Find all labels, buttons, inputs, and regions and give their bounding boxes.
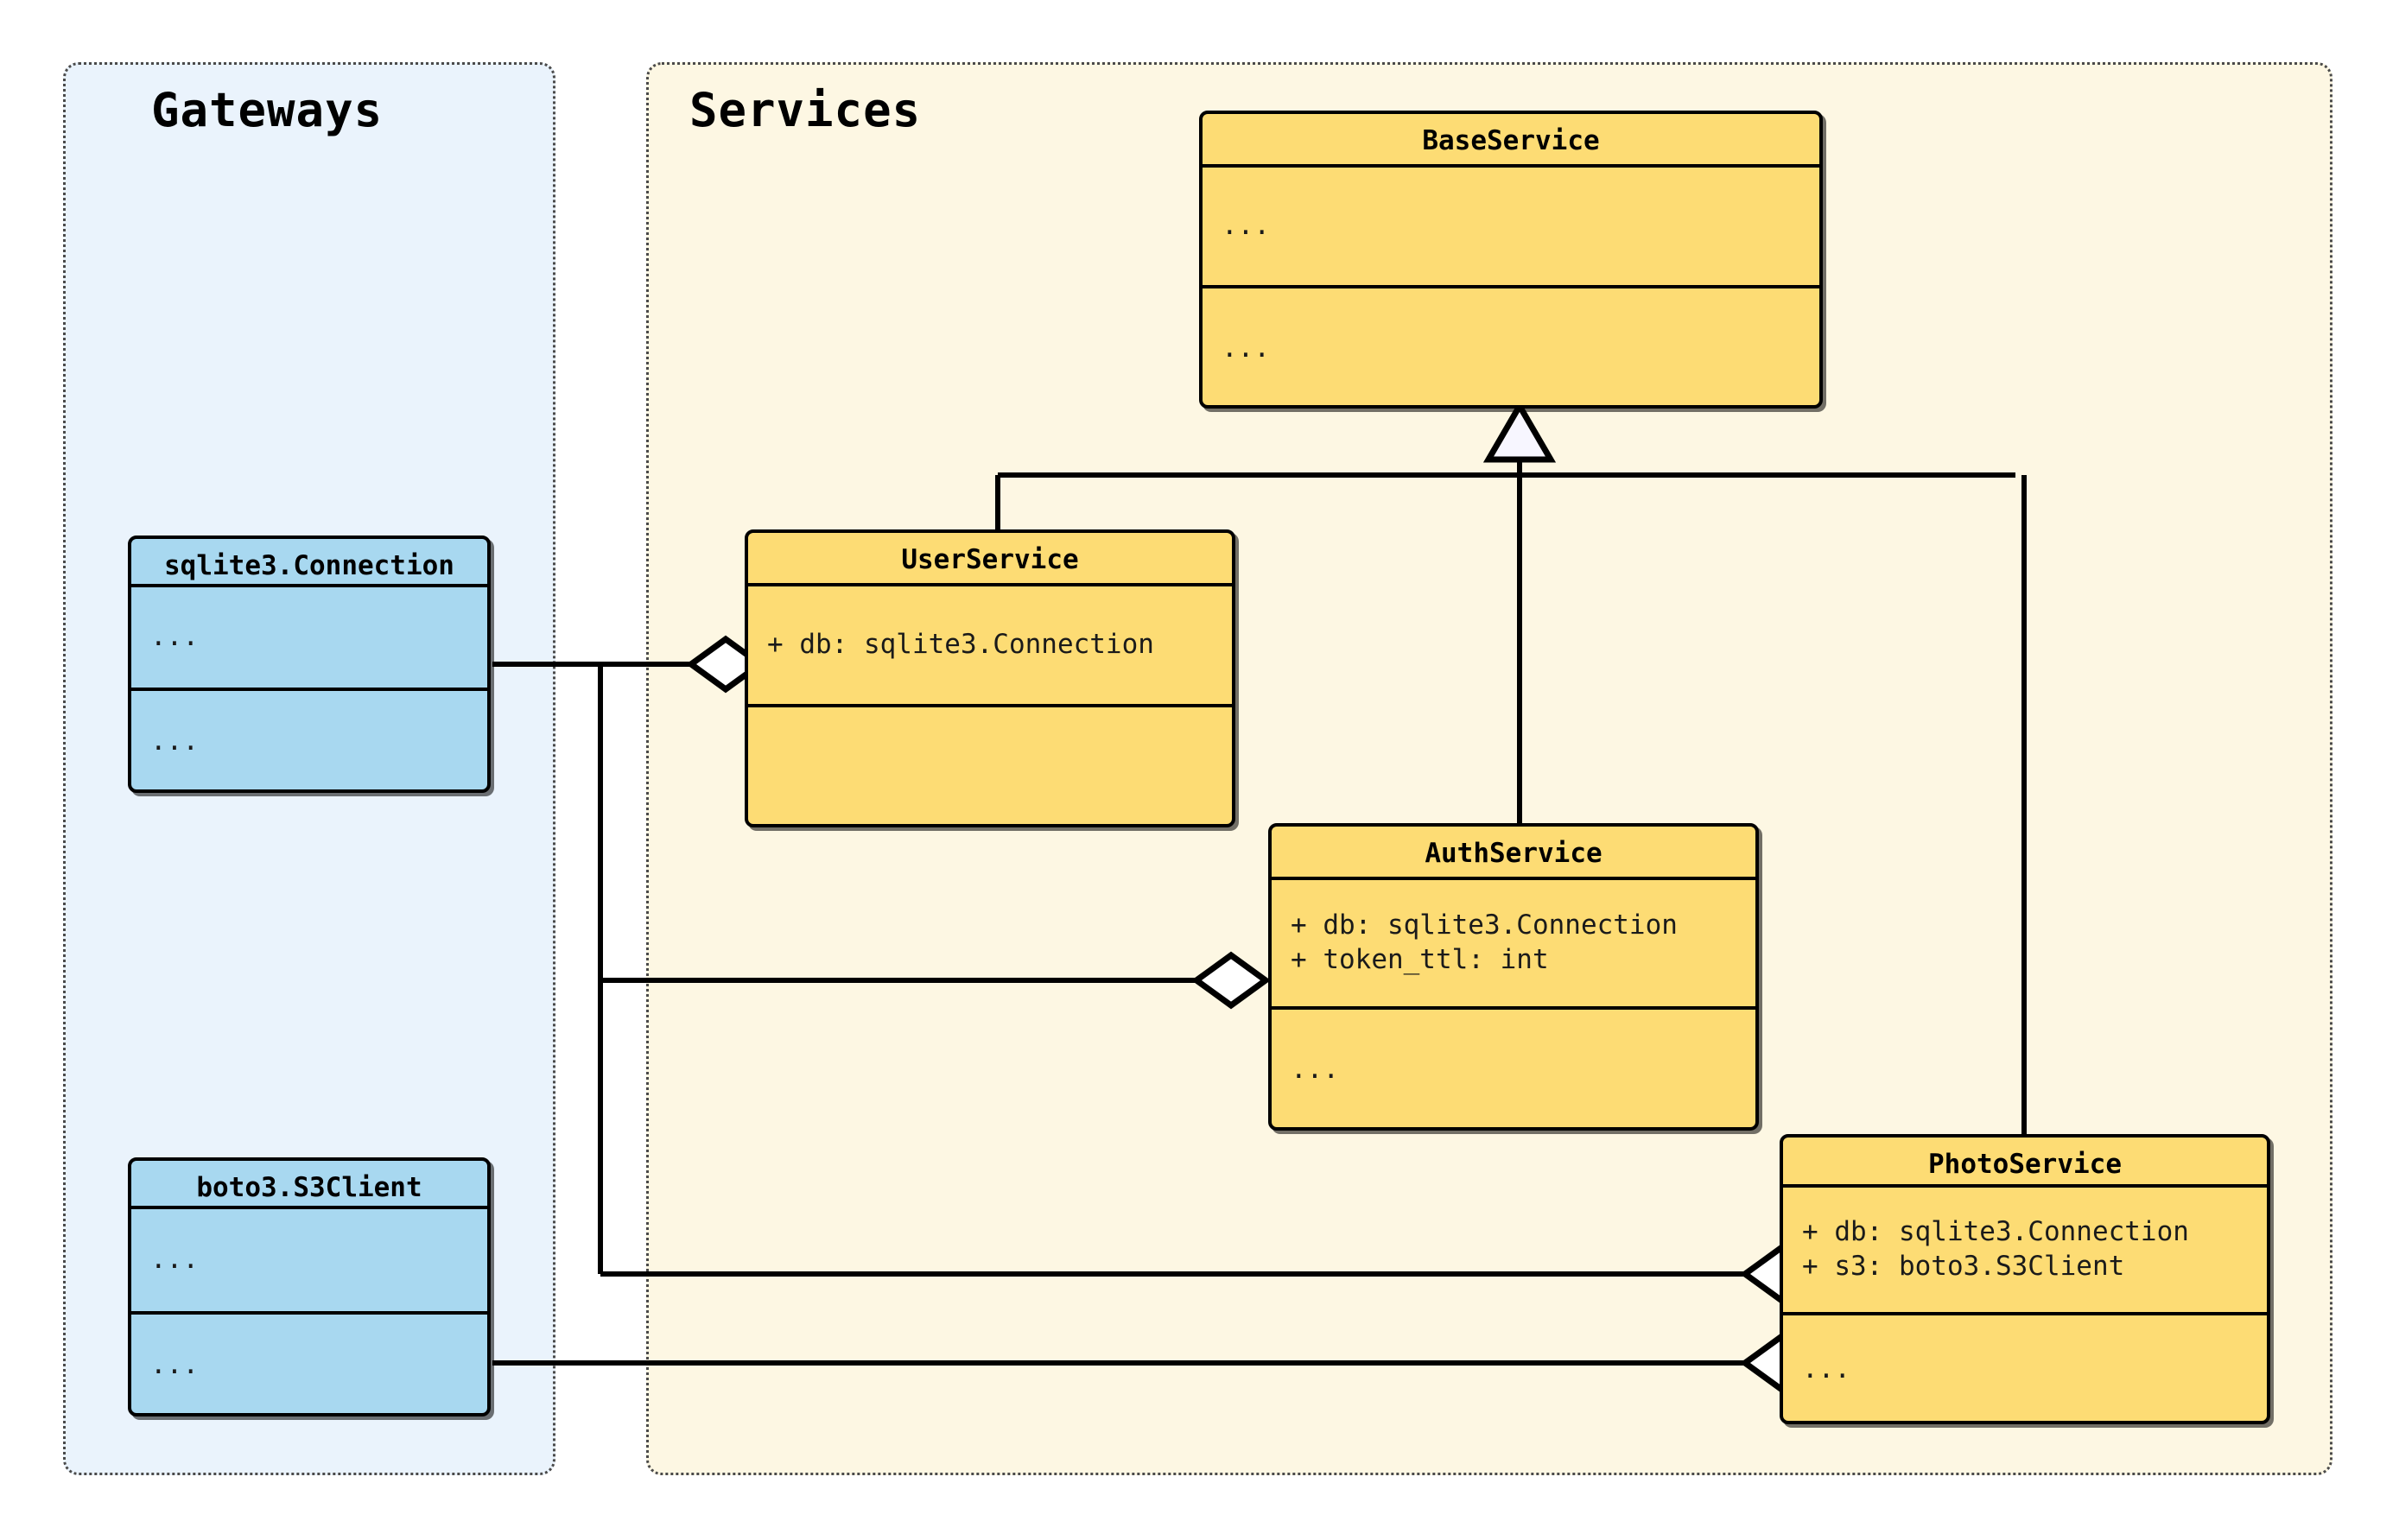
- class-methods-authservice: ...: [1272, 1010, 1755, 1127]
- method-line: ...: [150, 726, 199, 757]
- class-attributes-photoservice: + db: sqlite3.Connection + s3: boto3.S3C…: [1783, 1188, 2267, 1315]
- attribute-line: + db: sqlite3.Connection: [1802, 1216, 2189, 1248]
- class-methods-userservice: [748, 707, 1232, 824]
- class-methods-photoservice: ...: [1783, 1315, 2267, 1421]
- method-line: ...: [1291, 1054, 1339, 1086]
- class-box-userservice[interactable]: UserService + db: sqlite3.Connection: [745, 529, 1235, 827]
- class-box-photoservice[interactable]: PhotoService + db: sqlite3.Connection + …: [1780, 1134, 2270, 1424]
- class-methods-boto3-s3client: ...: [131, 1315, 487, 1413]
- method-line: ...: [1222, 332, 1270, 364]
- class-box-boto3-s3client[interactable]: boto3.S3Client ... ...: [128, 1157, 491, 1416]
- attribute-line: + token_ttl: int: [1291, 944, 1549, 975]
- method-line: ...: [1802, 1353, 1850, 1385]
- class-name-baseservice: BaseService: [1203, 114, 1819, 168]
- class-name-sqlite3-connection: sqlite3.Connection: [131, 539, 487, 587]
- class-attributes-userservice: + db: sqlite3.Connection: [748, 586, 1232, 707]
- class-methods-baseservice: ...: [1203, 288, 1819, 405]
- class-box-authservice[interactable]: AuthService + db: sqlite3.Connection + t…: [1268, 823, 1759, 1131]
- class-name-authservice: AuthService: [1272, 827, 1755, 880]
- class-attributes-boto3-s3client: ...: [131, 1209, 487, 1315]
- class-box-baseservice[interactable]: BaseService ... ...: [1199, 111, 1823, 409]
- class-attributes-baseservice: ...: [1203, 168, 1819, 288]
- class-box-sqlite3-connection[interactable]: sqlite3.Connection ... ...: [128, 536, 491, 793]
- class-name-photoservice: PhotoService: [1783, 1138, 2267, 1188]
- attribute-line: + s3: boto3.S3Client: [1802, 1251, 2125, 1282]
- package-services-title: Services: [689, 83, 922, 137]
- attribute-line: + db: sqlite3.Connection: [767, 629, 1154, 661]
- class-name-boto3-s3client: boto3.S3Client: [131, 1161, 487, 1209]
- class-name-userservice: UserService: [748, 533, 1232, 586]
- class-attributes-authservice: + db: sqlite3.Connection + token_ttl: in…: [1272, 880, 1755, 1010]
- package-gateways-title: Gateways: [151, 83, 384, 137]
- attribute-line: ...: [150, 621, 199, 653]
- attribute-line: + db: sqlite3.Connection: [1291, 909, 1678, 941]
- method-line: ...: [150, 1349, 199, 1381]
- class-methods-sqlite3-connection: ...: [131, 691, 487, 789]
- attribute-line: ...: [150, 1244, 199, 1276]
- class-attributes-sqlite3-connection: ...: [131, 587, 487, 691]
- attribute-line: ...: [1222, 210, 1270, 242]
